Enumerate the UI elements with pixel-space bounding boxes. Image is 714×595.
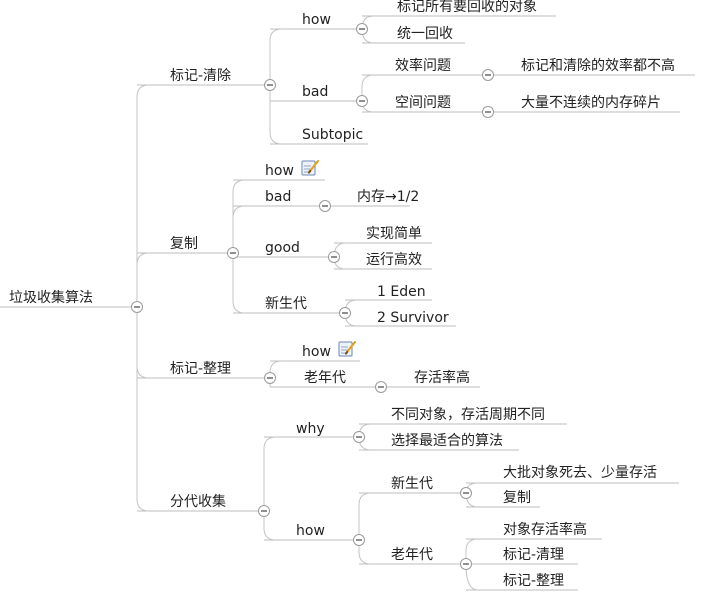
topic-mark-clean[interactable]: 标记-清理 [503,547,564,563]
minus-circle-icon[interactable] [319,200,331,212]
topic-simple-implementation[interactable]: 实现简单 [366,225,422,242]
minus-circle-icon[interactable] [264,372,276,384]
topic-generational-young-gen[interactable]: 新生代 [391,476,433,492]
topic-copying-how[interactable]: how [265,163,294,179]
topic-mark-all-reclaimable[interactable]: 标记所有要回收的对象 [397,0,537,15]
topic-generational-old-gen[interactable]: 老年代 [391,547,433,563]
topic-mark-compact[interactable]: 标记-整理 [170,361,231,377]
topic-subtopic[interactable]: Subtopic [302,127,363,143]
minus-circle-icon[interactable] [460,487,472,499]
topic-underlines [0,15,695,591]
minus-circle-icon[interactable] [482,69,494,81]
topic-many-die-few-survive[interactable]: 大批对象死去、少量存活 [503,465,657,481]
root-topic[interactable]: 垃圾收集算法 [9,289,93,306]
topic-copying-bad[interactable]: bad [265,189,291,205]
topic-choose-best-algorithm[interactable]: 选择最适合的算法 [391,433,503,449]
minus-circle-icon[interactable] [460,558,472,570]
topic-efficiency-problem[interactable]: 效率问题 [395,57,451,74]
minus-circle-icon[interactable] [227,247,239,259]
note-icon[interactable] [338,340,357,357]
topic-mark-compact-old-gen[interactable]: 老年代 [304,370,346,386]
topic-survivor[interactable]: 2 Survivor [377,310,449,326]
minus-circle-icon[interactable] [375,381,387,393]
minus-circle-icon[interactable] [328,251,340,263]
note-icon[interactable] [301,159,320,176]
minus-circle-icon[interactable] [353,431,365,443]
topic-eden[interactable]: 1 Eden [377,284,426,300]
minus-circle-icon[interactable] [258,505,270,517]
topic-efficiency-detail[interactable]: 标记和清除的效率都不高 [521,57,675,74]
topic-mark-sweep-how[interactable]: how [302,12,331,28]
topic-generational[interactable]: 分代收集 [170,493,226,510]
minus-circle-icon[interactable] [356,95,368,107]
topic-copying-young-gen[interactable]: 新生代 [265,296,307,312]
topic-generational-why[interactable]: why [296,421,325,437]
topic-generational-how[interactable]: how [296,523,325,539]
minus-circle-icon[interactable] [264,79,276,91]
topic-labels: 垃圾收集算法 标记-清除 how 标记所有要回收的对象 统一回收 bad 效率问… [9,0,675,589]
topic-young-copying[interactable]: 复制 [503,489,531,506]
topic-memory-half[interactable]: 内存→1/2 [357,189,419,205]
minus-circle-icon[interactable] [353,534,365,546]
minus-circle-icon[interactable] [482,106,494,118]
topic-mark-sweep-bad[interactable]: bad [302,84,328,100]
topic-high-survival-rate[interactable]: 存活率高 [414,369,470,386]
topic-space-problem[interactable]: 空间问题 [395,95,451,111]
topic-space-detail[interactable]: 大量不连续的内存碎片 [521,94,661,111]
topic-efficient-runtime[interactable]: 运行高效 [366,251,422,268]
topic-mark-sweep[interactable]: 标记-清除 [170,68,231,84]
minus-circle-icon[interactable] [339,307,351,319]
topic-different-lifecycles[interactable]: 不同对象，存活周期不同 [391,407,545,423]
topic-copying[interactable]: 复制 [170,235,198,252]
topic-mark-compact-alg[interactable]: 标记-整理 [503,573,564,589]
collapse-toggles [131,23,494,570]
topic-object-high-survival[interactable]: 对象存活率高 [503,521,587,538]
topic-unified-reclaim[interactable]: 统一回收 [397,26,453,42]
topic-copying-good[interactable]: good [265,240,300,256]
minus-circle-icon[interactable] [356,23,368,35]
minus-circle-icon[interactable] [131,301,143,313]
topic-mark-compact-how[interactable]: how [302,344,331,360]
